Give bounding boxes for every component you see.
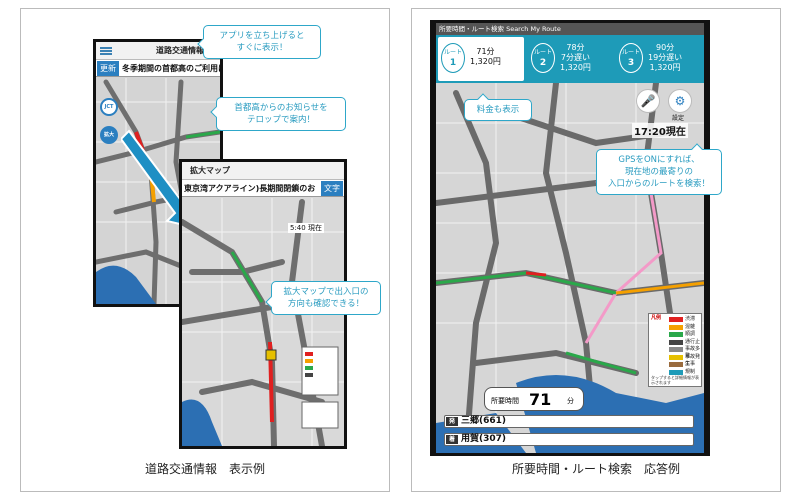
tab-route-1[interactable]: ルート 1 71分 1,320円 <box>438 37 524 81</box>
legend-row: 工事 <box>649 361 701 368</box>
legend-title: 凡例 <box>651 315 662 321</box>
tab-route-3[interactable]: ルート 3 90分 19分遅い 1,320円 <box>616 37 702 81</box>
route-1-badge: ルート 1 <box>441 43 465 73</box>
route-3-fare: 1,320円 <box>649 63 681 72</box>
route-3-badge: ルート 3 <box>619 43 643 73</box>
destination-name: 用賀(307) <box>461 434 507 444</box>
legend-label: 規制 <box>685 368 696 375</box>
route-2-badge: ルート 2 <box>531 43 555 73</box>
callout-launch-text: アプリを立ち上げると すぐに表示！ <box>219 31 305 53</box>
destination-field[interactable]: 着 用賀(307) <box>444 433 694 446</box>
phone-zoom-map: 拡大マップ 東京湾アクアライン)長期間閉鎖のお 文字 5:40 現在 <box>179 159 347 449</box>
callout-gps: GPSをONにすれば、 現在地の最寄りの 入口からのルートを検索！ <box>596 143 722 195</box>
route-3-time: 90分 <box>656 43 675 52</box>
legend-swatch <box>669 354 683 360</box>
route-3-number: 3 <box>627 58 635 68</box>
legend-row: 混雑 <box>649 324 701 331</box>
duration-value: 71 <box>529 390 552 409</box>
zoom-app-bar: 拡大マップ <box>182 162 344 180</box>
route-1-label: ルート <box>443 49 462 56</box>
route-1-time: 71分 <box>476 47 495 56</box>
news-ticker: 更新 冬季期間の首都高のご利用にあたって <box>96 60 220 77</box>
jct-icon[interactable]: JCT <box>100 98 118 116</box>
callout-zoom: 拡大マップで出入口の 方向も確認できる！ <box>265 281 381 315</box>
legend-row: 通行止 <box>649 339 701 346</box>
gear-icon[interactable]: ⚙ <box>668 89 692 113</box>
route-1-number: 1 <box>449 58 457 68</box>
callout-launch: アプリを立ち上げると すぐに表示！ <box>197 25 321 59</box>
legend-row: 規制 <box>649 369 701 376</box>
route-3-label: ルート <box>621 49 640 56</box>
zoom-map[interactable] <box>182 162 344 446</box>
callout-ticker-info: 首都高からのお知らせを テロップで案内！ <box>210 97 346 131</box>
zoom-news-ticker: 東京湾アクアライン)長期間閉鎖のお 文字 <box>182 180 344 197</box>
route-2-label: ルート <box>533 49 552 56</box>
destination-tag: 着 <box>446 435 458 444</box>
legend-swatch <box>669 332 683 337</box>
legend-row: 渋滞 <box>649 316 701 323</box>
legend-swatch <box>669 362 683 367</box>
app-bar: 道路交通情報 <box>96 42 220 60</box>
legend-row: 順調 <box>649 331 701 338</box>
zoom-icon[interactable]: 拡大 <box>100 126 118 144</box>
tab-route-2[interactable]: ルート 2 78分 7分遅い 1,320円 <box>528 37 614 81</box>
route-3-delay: 19分遅い <box>648 53 683 62</box>
legend-row: 事故多発 <box>649 346 701 359</box>
text-view-button[interactable]: 文字 <box>321 181 343 196</box>
app-title: 道路交通情報 <box>156 46 204 55</box>
legend-label: 工事 <box>685 361 696 367</box>
route-tabs: ルート 1 71分 1,320円 ルート 2 78分 7分遅い 1,320円 ルート <box>436 35 704 83</box>
legend-swatch <box>669 339 683 345</box>
zoom-map-screen: 拡大マップ 東京湾アクアライン)長期間閉鎖のお 文字 5:40 現在 <box>182 162 344 446</box>
origin-tag: 発 <box>446 417 458 426</box>
left-caption: 道路交通情報 表示例 <box>144 462 265 476</box>
legend-label: 通行止 <box>685 338 701 345</box>
legend-note: タップすると詳細情報が表示されます <box>651 375 699 385</box>
map-legend[interactable]: 凡例 渋滞混雑順調通行止事故多発事故発生工事規制 タップすると詳細情報が表示され… <box>648 313 702 387</box>
legend-label: 事故発生 <box>685 353 701 367</box>
legend-swatch <box>669 347 683 352</box>
origin-field[interactable]: 発 三郷(661) <box>444 415 694 428</box>
ticker-text: 冬季期間の首都高のご利用にあたって <box>122 64 220 73</box>
callout-gps-text: GPSをONにすれば、 現在地の最寄りの 入口からのルートを検索！ <box>607 155 710 189</box>
legend-label: 混雑 <box>685 323 696 330</box>
callout-fare-text: 料金も表示 <box>476 105 520 115</box>
legend-swatch <box>669 369 683 375</box>
duration-label: 所要時間 <box>491 397 519 405</box>
route-2-number: 2 <box>539 58 547 68</box>
callout-ticker-info-text: 首都高からのお知らせを テロップで案内！ <box>234 103 328 125</box>
callout-zoom-text: 拡大マップで出入口の 方向も確認できる！ <box>283 287 369 309</box>
legend-swatch <box>669 317 683 322</box>
right-caption: 所要時間・ルート検索 応答例 <box>511 462 680 476</box>
duration-card: 所要時間 71 分 <box>484 387 584 411</box>
microphone-icon[interactable]: 🎤 <box>636 89 660 113</box>
duration-unit: 分 <box>567 397 574 405</box>
legend-row: 事故発生 <box>649 354 701 367</box>
route-1-fare: 1,320円 <box>470 57 501 66</box>
callout-fare: 料金も表示 <box>464 93 532 121</box>
traffic-info-panel: 道路交通情報 更新 冬季期間の首都高のご利用にあたって JCT 拡大 <box>20 8 390 492</box>
origin-name: 三郷(661) <box>461 416 507 426</box>
refresh-button[interactable]: 更新 <box>97 61 119 76</box>
legend-swatch <box>669 324 683 330</box>
settings-label: 設定 <box>672 115 685 122</box>
route-search-header: 所要時間・ルート検索 Search My Route <box>436 23 704 35</box>
legend-label: 事故多発 <box>685 346 701 359</box>
route-2-fare: 1,320円 <box>560 63 591 72</box>
zoom-map-title: 拡大マップ <box>190 166 230 175</box>
zoom-ticker-text: 東京湾アクアライン)長期間閉鎖のお <box>184 184 316 193</box>
legend-label: 順調 <box>685 331 696 337</box>
route-2-time: 78分 <box>566 43 585 52</box>
menu-icon[interactable] <box>100 47 112 55</box>
current-time-label: 17:20現在 <box>632 123 688 138</box>
route-2-delay: 7分遅い <box>560 53 590 62</box>
zoom-map-clock: 5:40 現在 <box>288 223 324 233</box>
legend-label: 渋滞 <box>685 316 696 322</box>
